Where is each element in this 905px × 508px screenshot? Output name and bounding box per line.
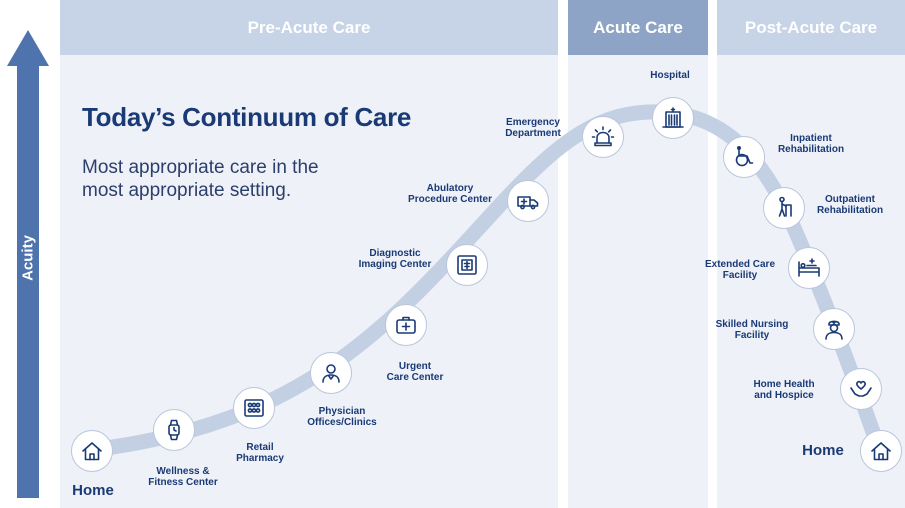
step-node [840,368,882,410]
step-label-line-1: Home [802,442,844,459]
step-node [652,97,694,139]
step-node [788,247,830,289]
step-label: Home [72,483,114,499]
hospital-building-icon [662,107,684,128]
acute-header: Acute Care [568,0,708,55]
step-label-line-1: Hospital [650,70,690,81]
step-label-line-2: Imaging Center [358,259,432,270]
step-node [813,308,855,350]
diagram-subtitle: Most appropriate care in the most approp… [82,156,382,202]
subtitle-line-1: Most appropriate care in the [82,157,319,178]
wheelchair-icon [735,145,754,167]
step-label-line-2: and Hospice [754,390,814,401]
ambulance-icon [517,196,539,210]
nurse-icon [825,320,843,340]
step-label-line-2: Fitness Center [148,477,218,488]
step-label-line-2: Offices/Clinics [307,417,377,428]
step-label: Home [802,443,844,459]
step-label-line-2: Care Center [386,372,444,383]
step-node [71,430,113,472]
acuity-arrow [7,30,49,498]
imaging-scanner-icon [457,255,477,275]
step-label-line-2: Facility [734,330,770,341]
step-label: Hospital [650,70,689,81]
step-label: Wellness &Fitness Center [148,466,217,488]
step-node [233,387,275,429]
house-icon [82,442,102,461]
post-acute-header: Post-Acute Care [717,0,905,55]
step-node [723,136,765,178]
step-label-line-2: Pharmacy [236,453,284,464]
step-node [763,187,805,229]
step-node [860,430,902,472]
diagram-title: Today’s Continuum of Care [82,102,412,132]
step-label-line-1: Skilled Nursing [715,319,789,330]
step-label-line-1: Home [72,482,114,499]
medical-kit-icon [396,316,416,334]
step-label-line-1: Retail [246,442,274,453]
step-label-line-1: Wellness & [156,466,210,477]
step-label-line-1: Physician [318,406,366,417]
smartwatch-icon [168,419,180,441]
step-node [446,244,488,286]
step-label-line-2: Rehabilitation [816,205,884,216]
step-label-line-1: Inpatient [790,133,832,144]
step-node [385,304,427,346]
step-node [310,352,352,394]
physician-icon [322,364,340,383]
step-label-line-1: Extended Care [704,259,776,270]
step-label-line-2: Rehabilitation [777,144,845,155]
step-label-line-1: Urgent [398,361,432,372]
step-label-line-1: Emergency [506,117,560,128]
step-node [507,180,549,222]
step-label-line-2: Department [505,128,561,139]
step-label-line-1: Outpatient [825,194,875,205]
acute-column [568,0,708,508]
subtitle-line-2: most appropriate setting. [82,180,292,201]
step-label-line-1: Home Health [753,379,815,390]
step-label-line-2: Procedure Center [408,194,492,205]
walker-patient-icon [778,196,792,217]
step-label-line-2: Facility [722,270,758,281]
siren-icon [591,126,615,147]
pill-pack-icon [244,399,264,417]
house-icon [871,442,891,461]
pre-acute-header: Pre-Acute Care [60,0,558,55]
caring-hands-icon [850,380,872,397]
step-node [582,116,624,158]
step-label-line-1: Abulatory [426,183,474,194]
step-node [153,409,195,451]
step-label-line-1: Diagnostic [369,248,421,259]
hospital-bed-icon [798,258,820,277]
